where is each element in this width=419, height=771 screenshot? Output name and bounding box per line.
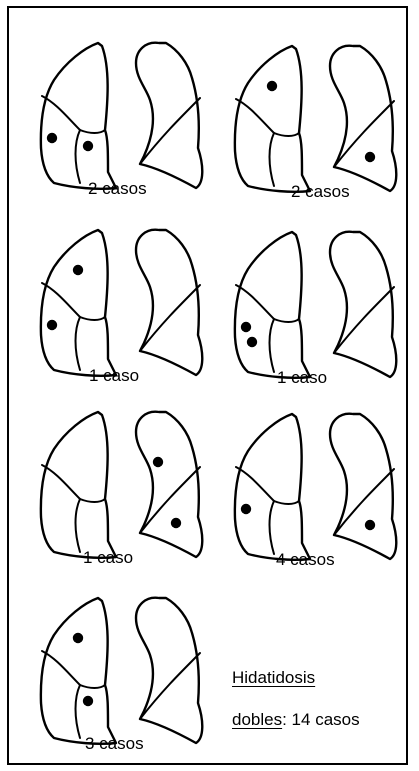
- left-lung-fissure: [76, 685, 81, 738]
- left-lung-fissure: [274, 501, 299, 504]
- caption-panel-3: 1 caso: [89, 367, 139, 384]
- left-lung-cyst-dot: [73, 265, 83, 275]
- right-lung-outline: [330, 232, 396, 377]
- right-lung-cyst-dot: [365, 152, 375, 162]
- caption-panel-7: 3 casos: [85, 735, 144, 752]
- legend-count-suffix: : 14 casos: [282, 710, 360, 729]
- left-lung-cyst-dot: [83, 696, 93, 706]
- left-lung-fissure: [270, 133, 275, 186]
- left-lung-fissure: [80, 499, 105, 502]
- left-lung-fissure: [274, 319, 299, 322]
- left-lung-cyst-dot: [241, 322, 251, 332]
- right-lung-fissure: [334, 287, 394, 353]
- left-lung-cyst-dot: [247, 337, 257, 347]
- right-lung-cyst-dot: [171, 518, 181, 528]
- right-lung-fissure: [334, 469, 394, 535]
- left-lung-fissure: [76, 130, 81, 183]
- right-lung-cyst-dot: [153, 457, 163, 467]
- lung-pair-panel-2: [235, 46, 396, 192]
- right-lung-outline: [330, 46, 396, 191]
- right-lung-fissure: [140, 467, 200, 533]
- left-lung-fissure: [270, 501, 275, 554]
- left-lung-fissure: [42, 283, 80, 317]
- left-lung-outline: [41, 43, 116, 189]
- left-lung-cyst-dot: [241, 504, 251, 514]
- left-lung-fissure: [76, 499, 81, 552]
- left-lung-fissure: [274, 133, 299, 136]
- left-lung-outline: [235, 46, 310, 192]
- left-lung-fissure: [270, 319, 275, 372]
- lung-pair-panel-4: [235, 232, 396, 378]
- lung-pair-panel-7: [41, 598, 202, 744]
- left-lung-outline: [235, 414, 310, 560]
- lung-pair-panel-3: [41, 230, 202, 376]
- caption-panel-6: 4 casos: [276, 551, 335, 568]
- left-lung-outline: [235, 232, 310, 378]
- legend-count-prefix: dobles: [232, 710, 282, 729]
- caption-panel-4: 1 caso: [277, 369, 327, 386]
- right-lung-outline: [136, 412, 202, 557]
- left-lung-fissure: [42, 96, 80, 130]
- caption-panel-1: 2 casos: [88, 180, 147, 197]
- right-lung-fissure: [140, 98, 200, 164]
- left-lung-fissure: [80, 685, 105, 688]
- left-lung-outline: [41, 412, 116, 558]
- left-lung-outline: [41, 230, 116, 376]
- lung-pair-panel-6: [235, 414, 396, 560]
- left-lung-cyst-dot: [73, 633, 83, 643]
- left-lung-outline: [41, 598, 116, 744]
- right-lung-fissure: [334, 101, 394, 167]
- right-lung-outline: [136, 230, 202, 375]
- left-lung-fissure: [76, 317, 81, 370]
- left-lung-cyst-dot: [83, 141, 93, 151]
- right-lung-outline: [136, 598, 202, 743]
- right-lung-outline: [136, 43, 202, 188]
- left-lung-fissure: [236, 99, 274, 133]
- lung-pair-panel-1: [41, 43, 202, 189]
- left-lung-fissure: [42, 651, 80, 685]
- left-lung-fissure: [42, 465, 80, 499]
- caption-panel-5: 1 caso: [83, 549, 133, 566]
- legend-count-line: dobles: 14 casos: [232, 711, 360, 728]
- left-lung-fissure: [236, 467, 274, 501]
- caption-panel-2: 2 casos: [291, 183, 350, 200]
- left-lung-fissure: [80, 130, 105, 133]
- left-lung-cyst-dot: [47, 320, 57, 330]
- right-lung-fissure: [140, 285, 200, 351]
- lung-pair-panel-5: [41, 412, 202, 558]
- left-lung-fissure: [236, 285, 274, 319]
- left-lung-fissure: [80, 317, 105, 320]
- left-lung-cyst-dot: [47, 133, 57, 143]
- left-lung-cyst-dot: [267, 81, 277, 91]
- right-lung-outline: [330, 414, 396, 559]
- right-lung-cyst-dot: [365, 520, 375, 530]
- right-lung-fissure: [140, 653, 200, 719]
- legend-title: Hidatidosis: [232, 669, 315, 686]
